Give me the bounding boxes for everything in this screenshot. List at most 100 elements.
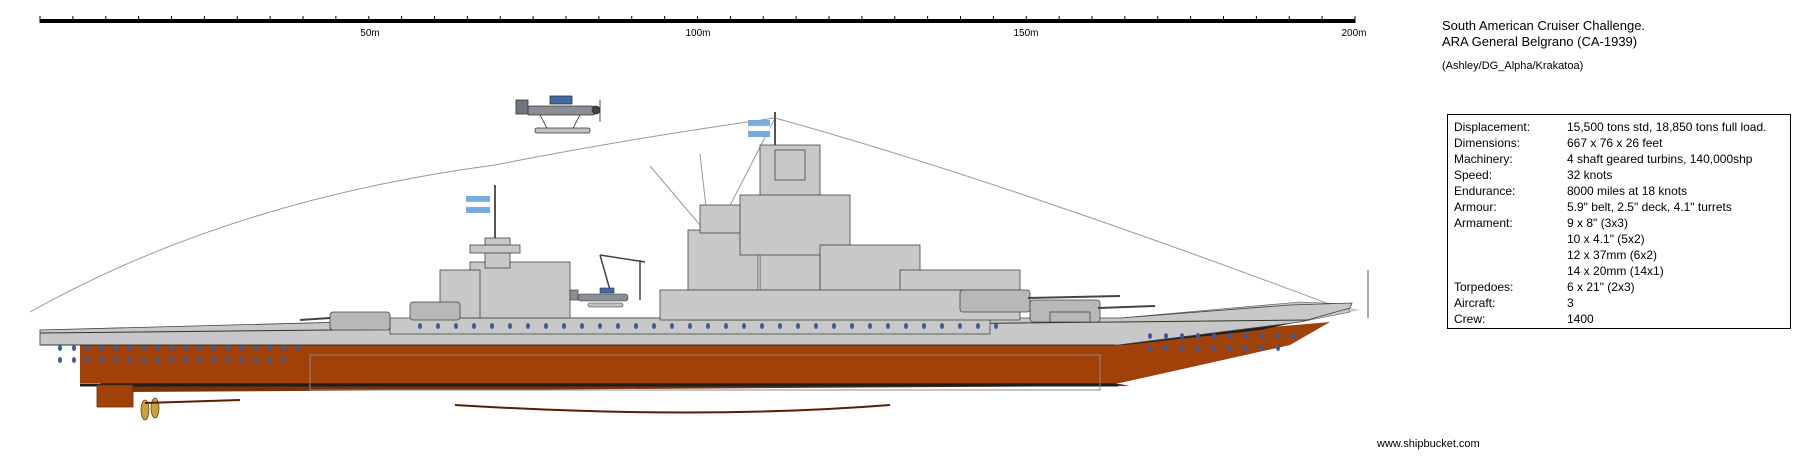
turret-a <box>959 289 1031 313</box>
porthole <box>1148 345 1152 351</box>
porthole <box>868 323 872 329</box>
porthole <box>1164 345 1168 351</box>
porthole <box>1180 345 1184 351</box>
porthole <box>268 357 272 363</box>
porthole <box>156 357 160 363</box>
spec-value: 667 x 76 x 26 feet <box>1567 136 1663 150</box>
porthole <box>1276 333 1280 339</box>
spec-value: 15,500 tons std, 18,850 tons full load. <box>1567 120 1767 134</box>
porthole <box>778 323 782 329</box>
porthole <box>796 323 800 329</box>
propeller-icon <box>140 397 160 421</box>
porthole <box>1292 333 1296 339</box>
spec-row: Dimensions:667 x 76 x 26 feet <box>1454 135 1784 151</box>
spec-label: Displacement: <box>1454 120 1531 134</box>
porthole <box>142 357 146 363</box>
porthole <box>760 323 764 329</box>
porthole <box>508 323 512 329</box>
scale-label-150m: 150m <box>1013 28 1039 39</box>
porthole <box>170 357 174 363</box>
porthole <box>282 345 286 351</box>
spec-label: Endurance: <box>1454 184 1516 198</box>
armour-belt-outline <box>309 354 1101 391</box>
porthole <box>114 357 118 363</box>
porthole <box>526 323 530 329</box>
porthole <box>296 345 300 351</box>
porthole <box>688 323 692 329</box>
gun-turrets <box>329 289 1101 331</box>
porthole <box>184 345 188 351</box>
spec-value: 5.9" belt, 2.5" deck, 4.1" turrets <box>1567 200 1732 214</box>
porthole <box>170 345 174 351</box>
porthole <box>1244 345 1248 351</box>
spec-label: Speed: <box>1454 168 1493 182</box>
spec-value: 10 x 4.1" (5x2) <box>1567 232 1645 246</box>
porthole <box>814 323 818 329</box>
spec-value: 14 x 20mm (14x1) <box>1567 264 1664 278</box>
portholes <box>58 323 1296 363</box>
porthole <box>114 345 118 351</box>
porthole <box>254 345 258 351</box>
porthole <box>1196 333 1200 339</box>
porthole <box>198 357 202 363</box>
porthole <box>198 345 202 351</box>
scale-bar <box>39 16 1356 23</box>
scale-label-50m: 50m <box>360 28 380 39</box>
porthole <box>86 345 90 351</box>
porthole <box>922 323 926 329</box>
porthole <box>240 345 244 351</box>
porthole <box>72 345 76 351</box>
porthole <box>832 323 836 329</box>
bilge-keel <box>454 404 891 414</box>
superstructure <box>389 144 1021 335</box>
porthole <box>1180 333 1184 339</box>
spec-row: Crew:1400 <box>1454 311 1784 327</box>
porthole <box>544 323 548 329</box>
turret-x <box>329 311 391 331</box>
rudder <box>96 384 134 408</box>
porthole <box>940 323 944 329</box>
spec-label: Armament: <box>1454 216 1513 230</box>
watermark: www.shipbucket.com <box>1377 438 1480 450</box>
porthole <box>226 357 230 363</box>
antenna-wires <box>29 117 1346 313</box>
spec-label: Machinery: <box>1454 152 1513 166</box>
porthole <box>976 323 980 329</box>
spec-row: Speed: 32 knots <box>1454 167 1784 183</box>
spec-row: 10 x 4.1" (5x2) <box>1454 231 1784 247</box>
porthole <box>724 323 728 329</box>
spec-value: 4 shaft geared turbins, 140,000shp <box>1567 152 1753 166</box>
argentine-flag-icon <box>465 196 491 213</box>
porthole <box>1244 333 1248 339</box>
spec-row: Endurance:8000 miles at 18 knots <box>1454 183 1784 199</box>
porthole <box>472 323 476 329</box>
spec-row: Torpedoes:6 x 21" (2x3) <box>1454 279 1784 295</box>
porthole <box>1260 345 1264 351</box>
porthole <box>212 357 216 363</box>
porthole <box>58 345 62 351</box>
challenge-title: South American Cruiser Challenge. <box>1442 18 1646 33</box>
porthole <box>1148 333 1152 339</box>
spec-row: Displacement: 15,500 tons std, 18,850 ton… <box>1454 119 1784 135</box>
spec-label: Crew: <box>1454 312 1486 326</box>
porthole <box>142 345 146 351</box>
porthole <box>72 357 76 363</box>
spec-value: 12 x 37mm (6x2) <box>1567 248 1658 262</box>
porthole <box>156 345 160 351</box>
porthole <box>254 357 258 363</box>
porthole <box>86 357 90 363</box>
porthole <box>454 323 458 329</box>
turret-y <box>409 301 461 321</box>
porthole <box>1196 345 1200 351</box>
porthole <box>436 323 440 329</box>
porthole <box>1276 345 1280 351</box>
porthole <box>268 345 272 351</box>
spec-label: Armour: <box>1454 200 1497 214</box>
porthole <box>598 323 602 329</box>
spec-value: 32 knots <box>1567 168 1613 182</box>
argentine-flag-icon <box>747 120 771 137</box>
porthole <box>580 323 584 329</box>
seaplane-icon <box>569 287 629 308</box>
spec-value: 9 x 8" (3x3) <box>1567 216 1628 230</box>
